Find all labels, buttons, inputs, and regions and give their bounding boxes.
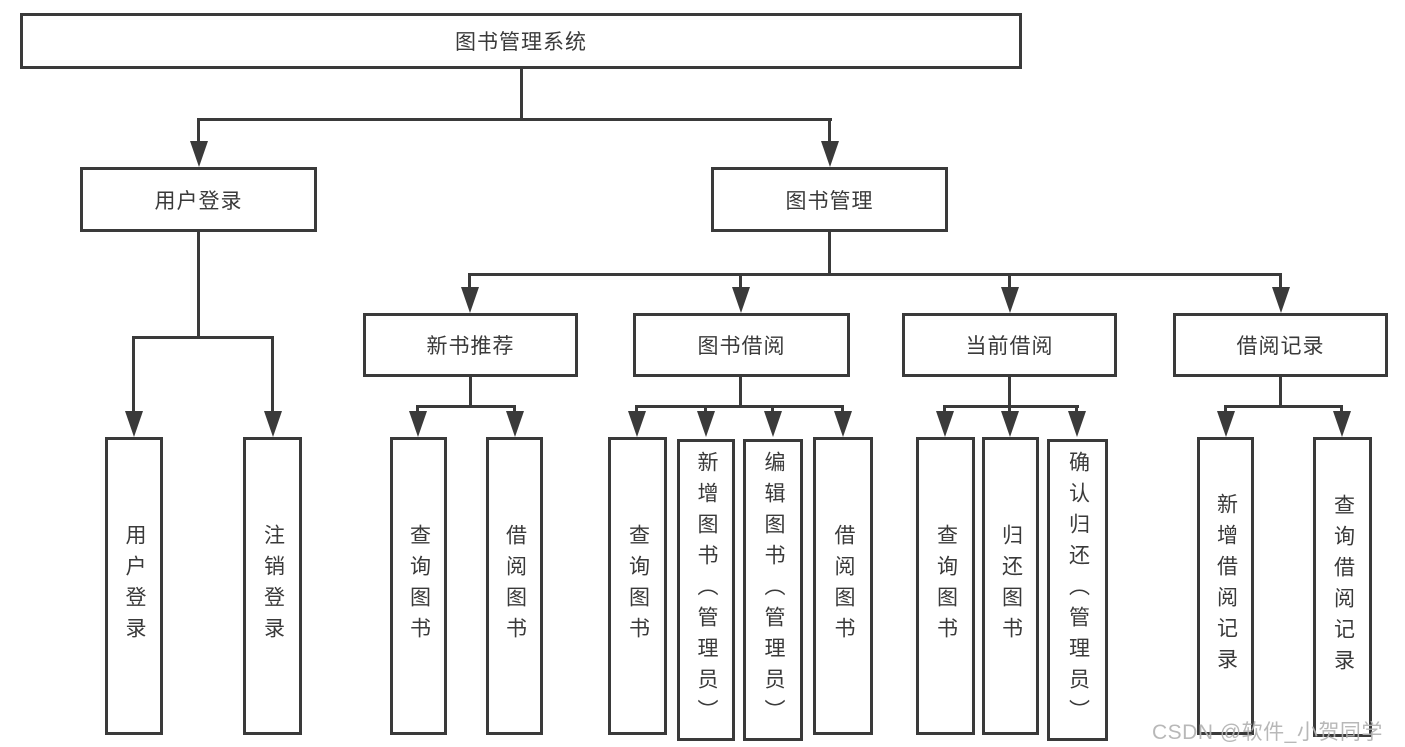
node-new-book-recommend: 新书推荐 (363, 313, 578, 377)
arrow-down-icon (264, 411, 282, 437)
connector-line (197, 232, 200, 336)
arrow-down-icon (1001, 287, 1019, 313)
connector-line (828, 118, 831, 142)
arrow-down-icon (764, 411, 782, 437)
connector-line (468, 273, 1282, 276)
connector-line (739, 273, 742, 288)
connector-line (1279, 377, 1282, 405)
node-query-book-borrow: 查询图书 (608, 437, 667, 735)
connector-line (513, 405, 516, 413)
connector-line (1279, 273, 1282, 288)
arrow-down-icon (461, 287, 479, 313)
arrow-down-icon (1068, 411, 1086, 437)
arrow-down-icon (190, 141, 208, 167)
connector-line (943, 405, 1079, 408)
connector-line (197, 118, 200, 142)
arrow-down-icon (1272, 287, 1290, 313)
connector-line (132, 336, 135, 412)
connector-line (1340, 405, 1343, 413)
arrow-down-icon (834, 411, 852, 437)
node-borrow-book: 借阅图书 (813, 437, 873, 735)
connector-line (416, 405, 516, 408)
node-query-book-current: 查询图书 (916, 437, 975, 735)
connector-line (828, 232, 831, 273)
connector-line (635, 405, 638, 413)
node-query-borrow-record: 查询借阅记录 (1313, 437, 1372, 737)
csdn-watermark: CSDN @软件_小贺同学 (1152, 721, 1383, 744)
node-return-book: 归还图书 (982, 437, 1039, 735)
connector-line (841, 405, 844, 413)
connector-line (739, 377, 742, 405)
connector-line (468, 273, 471, 288)
connector-line (771, 405, 774, 413)
arrow-down-icon (732, 287, 750, 313)
node-borrow-book-recommend: 借阅图书 (486, 437, 543, 735)
node-book-management-branch: 图书管理 (711, 167, 948, 232)
connector-line (943, 405, 946, 413)
connector-line (132, 336, 274, 339)
connector-line (704, 405, 707, 413)
connector-line (416, 405, 419, 413)
arrow-down-icon (1217, 411, 1235, 437)
arrow-down-icon (697, 411, 715, 437)
node-logout: 注销登录 (243, 437, 302, 735)
node-library-system: 图书管理系统 (20, 13, 1022, 69)
node-user-login: 用户登录 (105, 437, 163, 735)
connector-line (1008, 273, 1011, 288)
arrow-down-icon (821, 141, 839, 167)
node-edit-book-admin: 编辑图书（管理员） (743, 439, 803, 741)
connector-line (1224, 405, 1343, 408)
connector-line (271, 336, 274, 412)
arrow-down-icon (936, 411, 954, 437)
node-user-login-branch: 用户登录 (80, 167, 317, 232)
connector-line (197, 118, 832, 121)
node-add-borrow-record: 新增借阅记录 (1197, 437, 1254, 735)
node-add-book-admin: 新增图书（管理员） (677, 439, 735, 741)
arrow-down-icon (1333, 411, 1351, 437)
node-book-borrow: 图书借阅 (633, 313, 850, 377)
connector-line (1224, 405, 1227, 413)
arrow-down-icon (628, 411, 646, 437)
node-current-borrow: 当前借阅 (902, 313, 1117, 377)
arrow-down-icon (506, 411, 524, 437)
connector-line (520, 69, 523, 118)
arrow-down-icon (409, 411, 427, 437)
arrow-down-icon (1001, 411, 1019, 437)
node-query-book-recommend: 查询图书 (390, 437, 447, 735)
node-borrow-records: 借阅记录 (1173, 313, 1388, 377)
node-confirm-return-admin: 确认归还（管理员） (1047, 439, 1108, 741)
arrow-down-icon (125, 411, 143, 437)
connector-line (1008, 405, 1011, 413)
connector-line (635, 405, 844, 408)
connector-line (1008, 377, 1011, 405)
connector-line (469, 377, 472, 405)
connector-line (1075, 405, 1078, 413)
